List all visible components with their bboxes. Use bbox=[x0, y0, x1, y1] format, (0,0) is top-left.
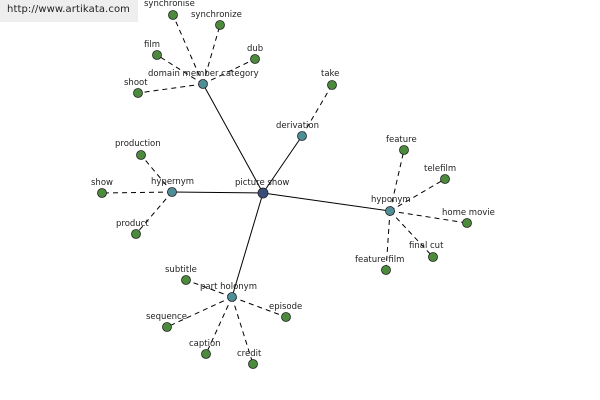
edge-sequence bbox=[166, 296, 233, 328]
edge-dub bbox=[202, 58, 256, 85]
label-episode[interactable]: episode bbox=[269, 302, 302, 312]
label-part-holonym[interactable]: part holonym bbox=[200, 282, 257, 292]
node-feature-film[interactable] bbox=[381, 265, 391, 275]
label-final-cut[interactable]: final cut bbox=[409, 241, 444, 251]
node-show[interactable] bbox=[97, 188, 107, 198]
edge-root-hypernym bbox=[171, 191, 264, 194]
node-product[interactable] bbox=[131, 229, 141, 239]
node-subtitle[interactable] bbox=[181, 275, 191, 285]
label-take[interactable]: take bbox=[321, 69, 339, 79]
labels-layer: picture show domain member category deriva… bbox=[91, 0, 495, 359]
edge-take bbox=[301, 84, 333, 137]
label-sequence[interactable]: sequence bbox=[146, 312, 187, 322]
edge-shoot bbox=[137, 83, 204, 94]
label-synchronise[interactable]: synchronise bbox=[144, 0, 195, 9]
label-show[interactable]: show bbox=[91, 178, 113, 188]
edge-episode bbox=[231, 296, 287, 318]
edge-caption bbox=[205, 296, 233, 355]
label-dub[interactable]: dub bbox=[247, 44, 263, 54]
edge-synchronise bbox=[172, 14, 204, 85]
edge-production bbox=[140, 154, 173, 193]
node-telefilm[interactable] bbox=[440, 174, 450, 184]
edge-home-movie bbox=[389, 210, 468, 224]
edge-feature-film bbox=[385, 210, 391, 271]
label-derivation[interactable]: derivation bbox=[276, 121, 319, 131]
node-production[interactable] bbox=[136, 150, 146, 160]
label-home-movie[interactable]: home movie bbox=[442, 208, 495, 218]
edge-final-cut bbox=[389, 210, 434, 258]
node-hypernym[interactable] bbox=[167, 187, 177, 197]
nodes-layer bbox=[97, 10, 472, 369]
node-film[interactable] bbox=[152, 50, 162, 60]
label-domain-member-category[interactable]: domain member category bbox=[148, 69, 259, 79]
node-caption[interactable] bbox=[201, 349, 211, 359]
edge-film bbox=[156, 54, 204, 85]
label-synchronize[interactable]: synchronize bbox=[191, 10, 242, 20]
label-feature-film[interactable]: feature film bbox=[355, 255, 404, 265]
label-subtitle[interactable]: subtitle bbox=[165, 265, 197, 275]
node-take[interactable] bbox=[327, 80, 337, 90]
edge-subtitle bbox=[185, 279, 233, 298]
node-credit[interactable] bbox=[248, 359, 258, 369]
node-synchronise[interactable] bbox=[168, 10, 178, 20]
node-feature[interactable] bbox=[399, 145, 409, 155]
label-telefilm[interactable]: telefilm bbox=[424, 164, 456, 174]
node-hyponym[interactable] bbox=[385, 206, 395, 216]
edge-product bbox=[135, 191, 173, 235]
edge-root-derivation bbox=[262, 135, 303, 194]
edge-root-part-holonym bbox=[231, 192, 264, 298]
label-production[interactable]: production bbox=[115, 139, 161, 149]
node-domain-member-category[interactable] bbox=[198, 79, 208, 89]
edge-telefilm bbox=[389, 178, 446, 212]
node-root[interactable] bbox=[257, 187, 269, 199]
label-hypernym[interactable]: hypernym bbox=[151, 177, 194, 187]
node-episode[interactable] bbox=[281, 312, 291, 322]
edges-layer bbox=[101, 14, 468, 365]
label-caption[interactable]: caption bbox=[189, 339, 221, 349]
node-shoot[interactable] bbox=[133, 88, 143, 98]
edge-root-domain-member-category bbox=[202, 83, 264, 194]
node-final-cut[interactable] bbox=[428, 252, 438, 262]
label-hyponym[interactable]: hyponym bbox=[371, 195, 411, 205]
edge-feature bbox=[389, 149, 405, 212]
label-root[interactable]: picture show bbox=[235, 178, 289, 188]
label-film[interactable]: film bbox=[144, 40, 160, 50]
edge-credit bbox=[231, 296, 254, 365]
edge-root-hyponym bbox=[262, 192, 391, 212]
label-shoot[interactable]: shoot bbox=[124, 78, 148, 88]
node-derivation[interactable] bbox=[297, 131, 307, 141]
label-product[interactable]: product bbox=[116, 219, 149, 229]
node-home-movie[interactable] bbox=[462, 218, 472, 228]
node-synchronize[interactable] bbox=[215, 20, 225, 30]
label-credit[interactable]: credit bbox=[237, 349, 262, 359]
edge-show bbox=[101, 191, 173, 194]
edge-synchronize bbox=[202, 24, 221, 85]
label-feature[interactable]: feature bbox=[386, 135, 417, 145]
node-part-holonym[interactable] bbox=[227, 292, 237, 302]
site-url-banner[interactable]: http://www.artikata.com bbox=[0, 0, 138, 22]
node-dub[interactable] bbox=[250, 54, 260, 64]
node-sequence[interactable] bbox=[162, 322, 172, 332]
